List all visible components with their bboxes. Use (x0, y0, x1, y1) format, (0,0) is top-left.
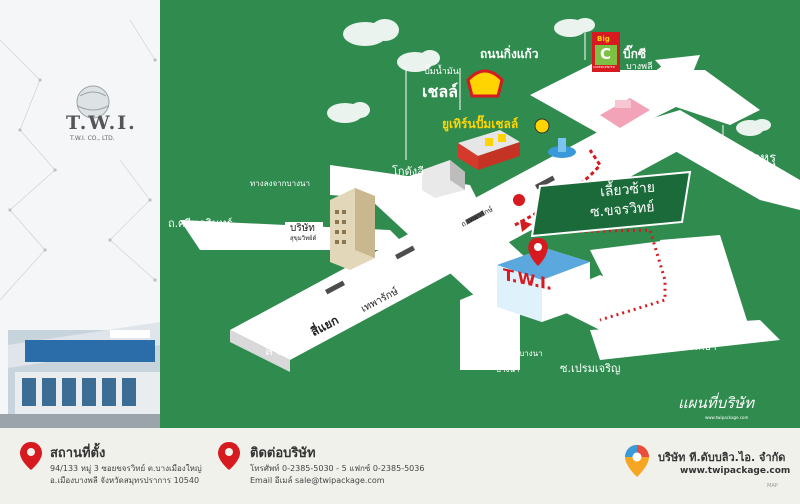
label-bangna-1: ทางยกบางนา (496, 349, 543, 358)
road-to-tamru (630, 110, 800, 210)
address-line2: อ.เมืองบางพลี จังหวัดสมุทรปราการ 10540 (50, 476, 200, 485)
label-samrong: สำโรง (265, 344, 301, 359)
label-shell-shop: ยูเทิร์นปั๊มเชลล์ (442, 117, 519, 131)
company-name: บริษัท ที.ดับบลิว.ไอ. จำกัด (658, 451, 786, 464)
label-shell: เชลล์ (422, 82, 458, 101)
label-tower-name: บริษัท (290, 223, 315, 234)
company-logo: T.W.I. (66, 112, 137, 134)
label-bigc-branch: บางพลี (626, 62, 653, 72)
footer-tag: MAP (767, 483, 778, 489)
road-sign-icon (513, 194, 525, 206)
label-to-tamru: ไปตำหรุ (730, 151, 777, 166)
shell-logo-icon (466, 69, 504, 98)
site-pin-icon (528, 238, 548, 266)
u-turn-icon (534, 118, 550, 134)
map-area: ถนนกิ่งแก้ว บิ๊กซี บางพลี Big C SUPERCEN… (160, 0, 800, 428)
company-logo-subtitle: T.W.I. CO., LTD. (70, 135, 115, 142)
label-tower-sub: สุขุมวิทย์ด์ (290, 235, 317, 242)
contact-title: ติดต่อบริษัท (250, 446, 316, 461)
left-panel: T.W.I. T.W.I. CO., LTD. (0, 0, 160, 428)
road-prem-charoen (590, 320, 780, 360)
footer: สถานที่ตั้ง 94/133 หมู่ 3 ซอยขจรวิทย์ ต.… (0, 428, 800, 504)
label-praeksa: แพรกษา (680, 342, 717, 353)
road-kingkaew (530, 60, 680, 140)
road-soi-kajornwit (590, 240, 690, 350)
label-shell-small: ปั๊มน้ำมัน (424, 67, 459, 77)
label-srinakarin: ถ.ศรีนครินทร์ (168, 217, 233, 230)
car (600, 98, 650, 128)
map-url: www.twipackage.com (705, 415, 749, 420)
location-pin-icon (218, 442, 240, 470)
company-website[interactable]: www.twipackage.com (680, 466, 791, 476)
address-line1: 94/133 หมู่ 3 ซอยขจรวิทย์ ต.บางเมืองใหญ่ (50, 464, 202, 473)
bigc-logo-bottom: SUPERCENTER (593, 65, 615, 69)
label-bangna-2: บางนา (496, 365, 520, 374)
road-map (180, 18, 800, 372)
label-kingkaew: ถนนกิ่งแก้ว (480, 47, 539, 61)
location-pin-icon (20, 442, 42, 470)
bigc-logo-top: Big (597, 35, 610, 43)
turn-left-banner (530, 170, 692, 238)
contact-line2: Email อีเมล์ sale@twipackage.com (250, 476, 385, 485)
network-decoration (0, 19, 160, 428)
contact-line1: โทรศัพท์ 0-2385-5030 - 5 แฟกซ์ 0-2385-50… (250, 464, 425, 473)
address-title: สถานที่ตั้ง (50, 446, 106, 461)
label-prem-charoen: ซ.เปรมเจริญ (560, 362, 621, 375)
label-bangna-exit: ทางลงจากบางนา (250, 179, 310, 188)
bigc-logo-letter: C (600, 45, 612, 63)
route-line (514, 149, 602, 227)
map-pin-icon (625, 445, 649, 477)
label-bigc: บิ๊กซี (623, 47, 647, 61)
arrow-up-icon (655, 55, 700, 92)
label-warehouse: โกดังลี (392, 165, 424, 178)
map-title: แผนที่บริษัท (678, 394, 754, 412)
